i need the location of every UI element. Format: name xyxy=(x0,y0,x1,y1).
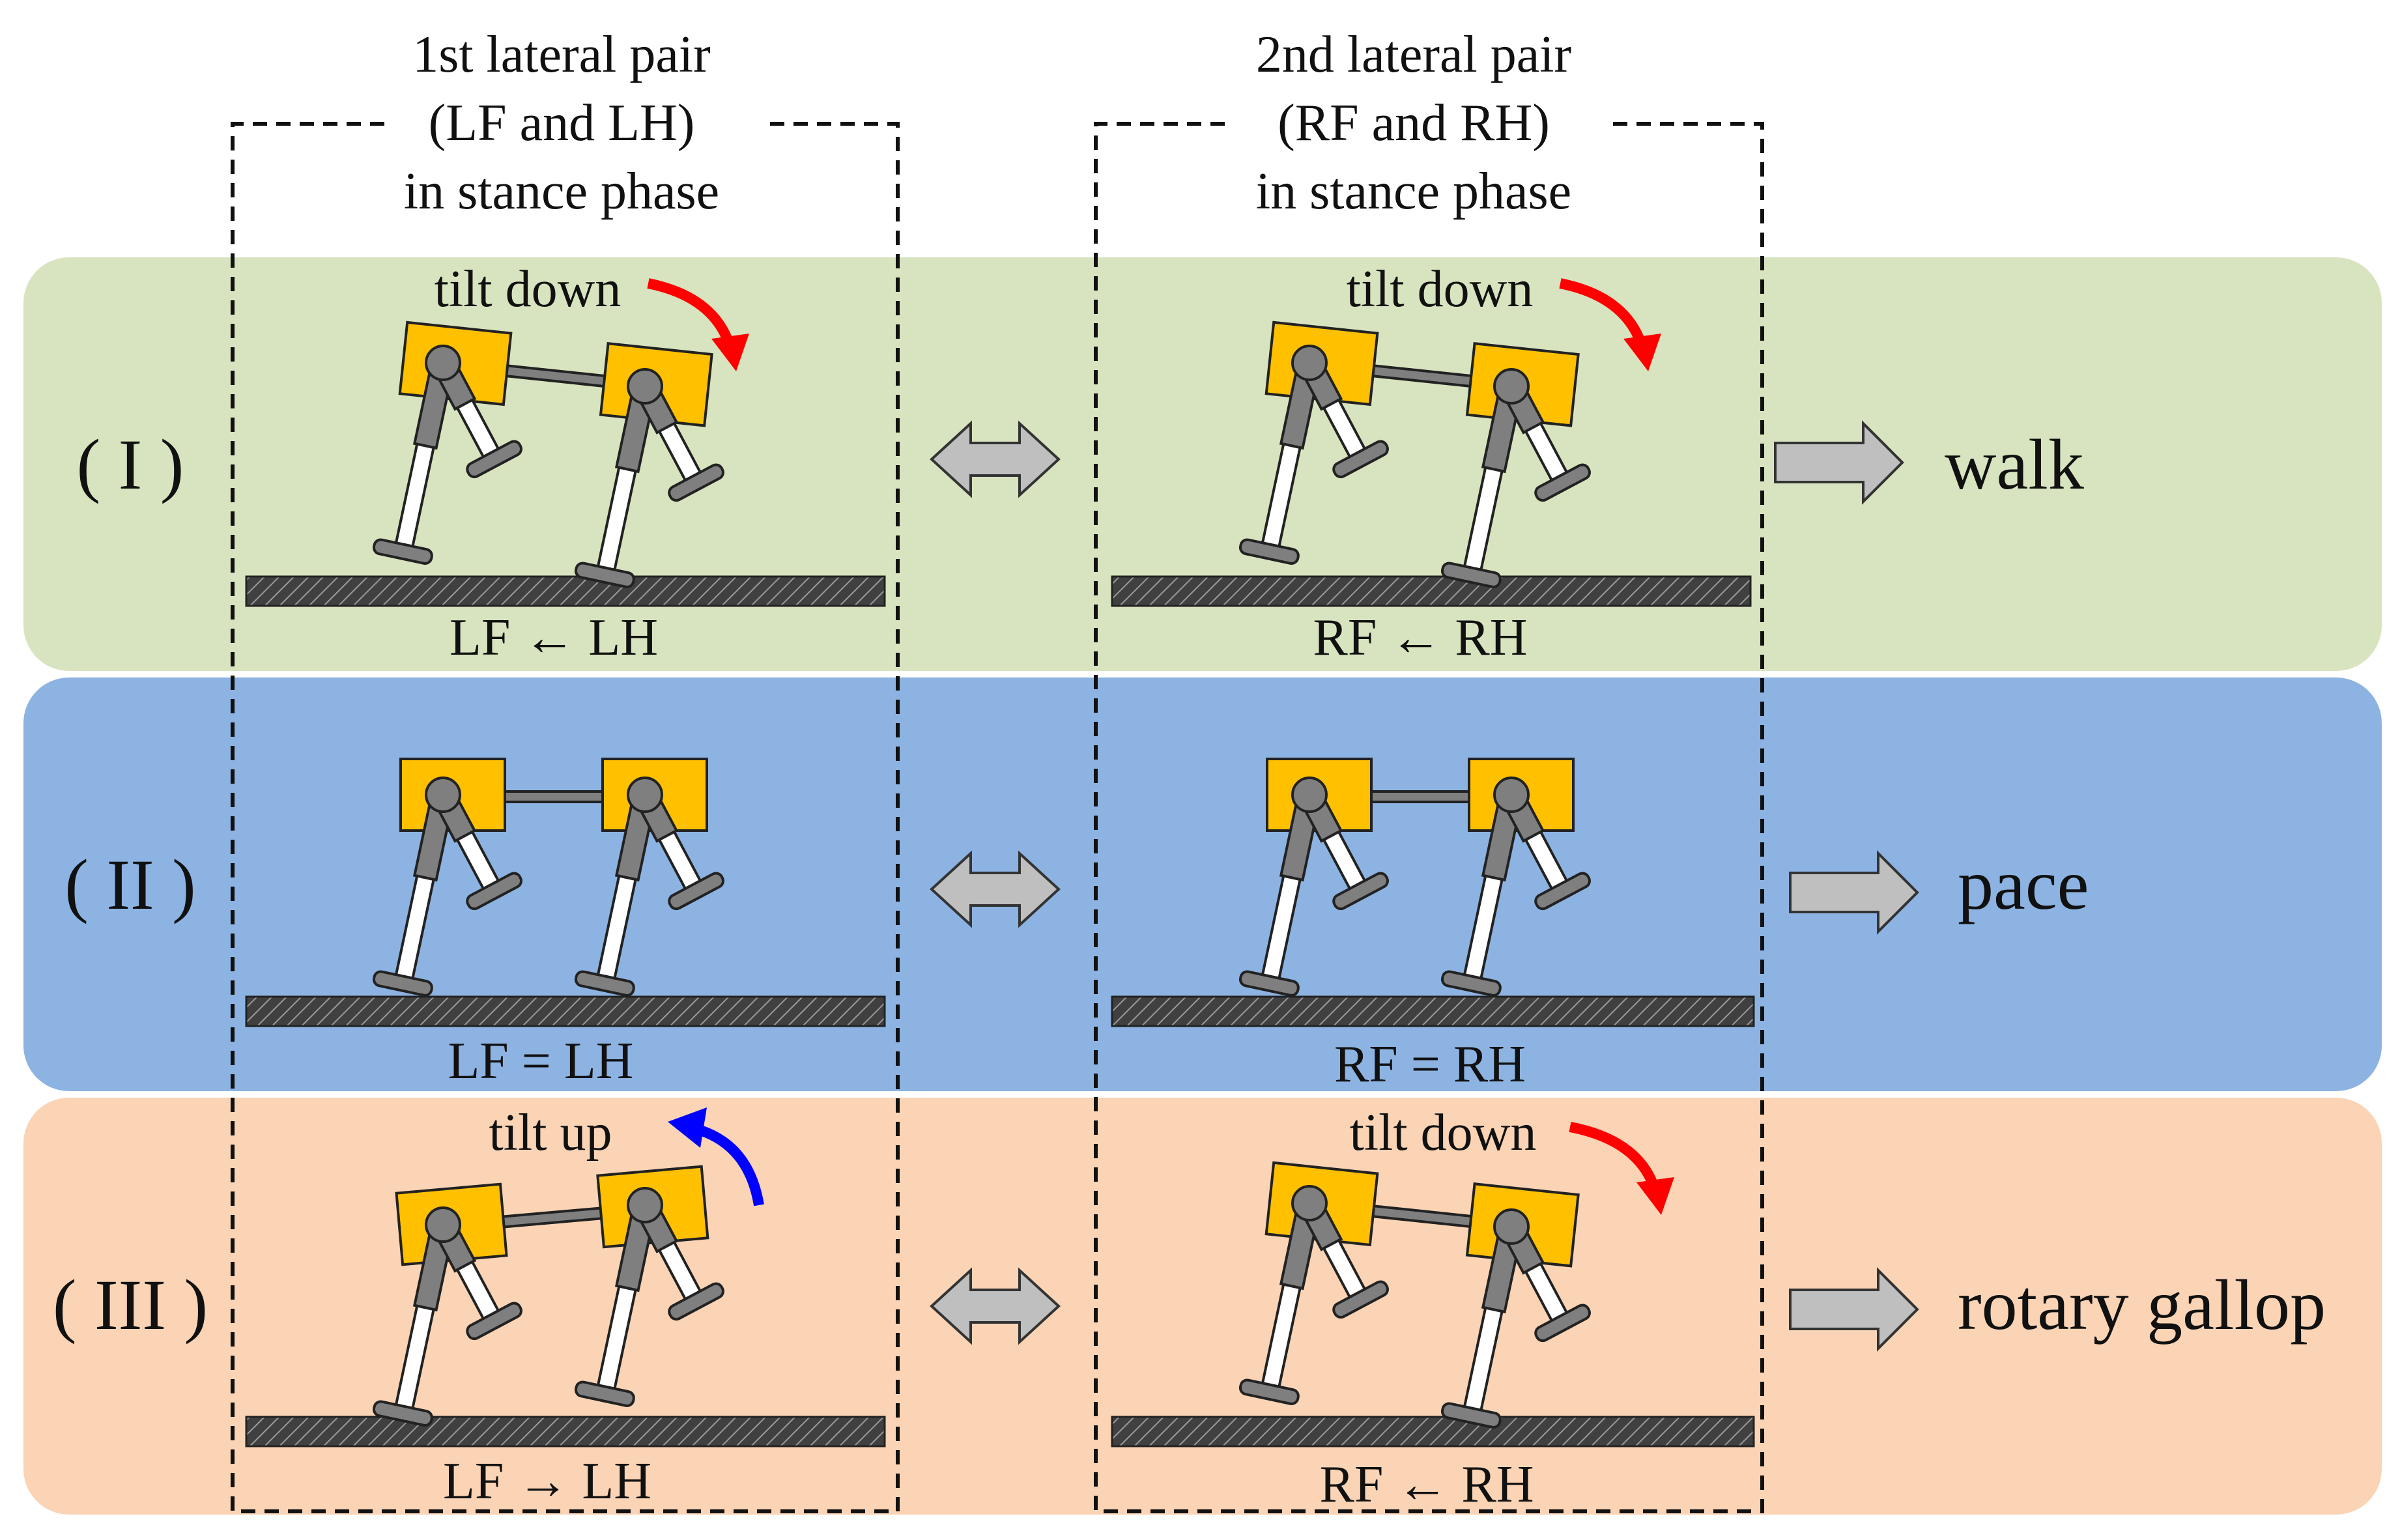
robot-swing-leg xyxy=(1500,379,1591,502)
row-3-right-caption: RF ← RH xyxy=(1320,1456,1534,1513)
robot-figures xyxy=(372,321,1591,1429)
row-3-left-tilt-up-arrow xyxy=(668,1107,764,1206)
row-3-right-tilt-down-arrow xyxy=(1569,1122,1674,1215)
row-2-label: ( II ) xyxy=(64,845,196,924)
row-3-right-ground xyxy=(1111,1416,1755,1447)
robot-swing-leg xyxy=(431,788,522,911)
robot-hip-joint xyxy=(1493,1208,1530,1245)
first-column-frame xyxy=(231,122,900,1513)
row-1-right-robot xyxy=(1238,321,1591,588)
robot-hip-joint xyxy=(425,345,461,381)
robot-hip-joint xyxy=(627,368,663,405)
row-3-label: ( III ) xyxy=(53,1265,208,1345)
row-1-right-tilt-text: tilt down xyxy=(1347,261,1534,318)
row-1-double-arrow xyxy=(930,420,1061,498)
header-second-line-1: 2nd lateral pair xyxy=(1256,26,1571,83)
row-2-left-robot xyxy=(372,758,724,997)
robot-hip-joint xyxy=(1291,777,1328,813)
header-first-line-3: in stance phase xyxy=(404,163,719,220)
robot-stance-leg xyxy=(372,791,456,997)
robot-hip-joint xyxy=(1493,368,1530,405)
robot-hip-joint xyxy=(1291,1185,1328,1221)
row-3-right-robot xyxy=(1238,1161,1591,1429)
header-second-line-3: in stance phase xyxy=(1256,163,1571,220)
row-1-right-caption: RF ← RH xyxy=(1313,609,1528,666)
row-1-left-ground xyxy=(245,575,886,607)
row-1-result-arrow xyxy=(1774,420,1904,505)
header-second-line-2: (RF and RH) xyxy=(1278,94,1550,152)
row-3-right-tilt-text: tilt down xyxy=(1350,1104,1537,1162)
row-1-left-robot xyxy=(372,321,724,588)
robot-hip-joint xyxy=(425,777,461,813)
robot-hip-joint xyxy=(1493,777,1530,813)
row-2-double-arrow xyxy=(930,850,1061,928)
row-2-right-caption: RF = RH xyxy=(1334,1036,1526,1093)
row-2-right-robot xyxy=(1238,758,1591,997)
row-1-right-ground xyxy=(1111,575,1752,607)
row-3-double-arrow xyxy=(930,1267,1061,1345)
row-2-result-arrow xyxy=(1789,850,1919,935)
header-first-line-2: (LF and LH) xyxy=(429,94,695,152)
row-1-left-tilt-down-arrow xyxy=(647,278,749,371)
row-2-left-caption: LF = LH xyxy=(448,1033,633,1090)
row-1-left-caption: LF ← LH xyxy=(450,609,658,666)
robot-hip-joint xyxy=(627,1187,663,1223)
row-3-result-arrow xyxy=(1789,1267,1919,1352)
row-1-label: ( I ) xyxy=(77,425,184,504)
robot-hip-joint xyxy=(425,1206,461,1243)
row-1-left-tilt-text: tilt down xyxy=(435,261,621,318)
robot-hip-joint xyxy=(627,777,663,813)
robot-hip-joint xyxy=(1291,345,1328,381)
header-first-line-1: 1st lateral pair xyxy=(412,26,711,83)
row-3-left-ground xyxy=(245,1416,886,1447)
row-3-left-tilt-text: tilt up xyxy=(489,1104,612,1162)
row-1-right-tilt-down-arrow xyxy=(1559,278,1661,371)
row-2-right-ground xyxy=(1111,995,1755,1027)
robot-swing-leg xyxy=(1298,356,1389,479)
row-1-gait: walk xyxy=(1945,425,2084,504)
row-3-left-robot xyxy=(372,1165,724,1427)
row-3-left-caption: LF → LH xyxy=(443,1453,651,1510)
second-column-frame xyxy=(1094,122,1764,1513)
row-3-gait: rotary gallop xyxy=(1958,1265,2326,1345)
row-2-gait: pace xyxy=(1958,845,2089,924)
row-2-left-ground xyxy=(245,995,886,1027)
